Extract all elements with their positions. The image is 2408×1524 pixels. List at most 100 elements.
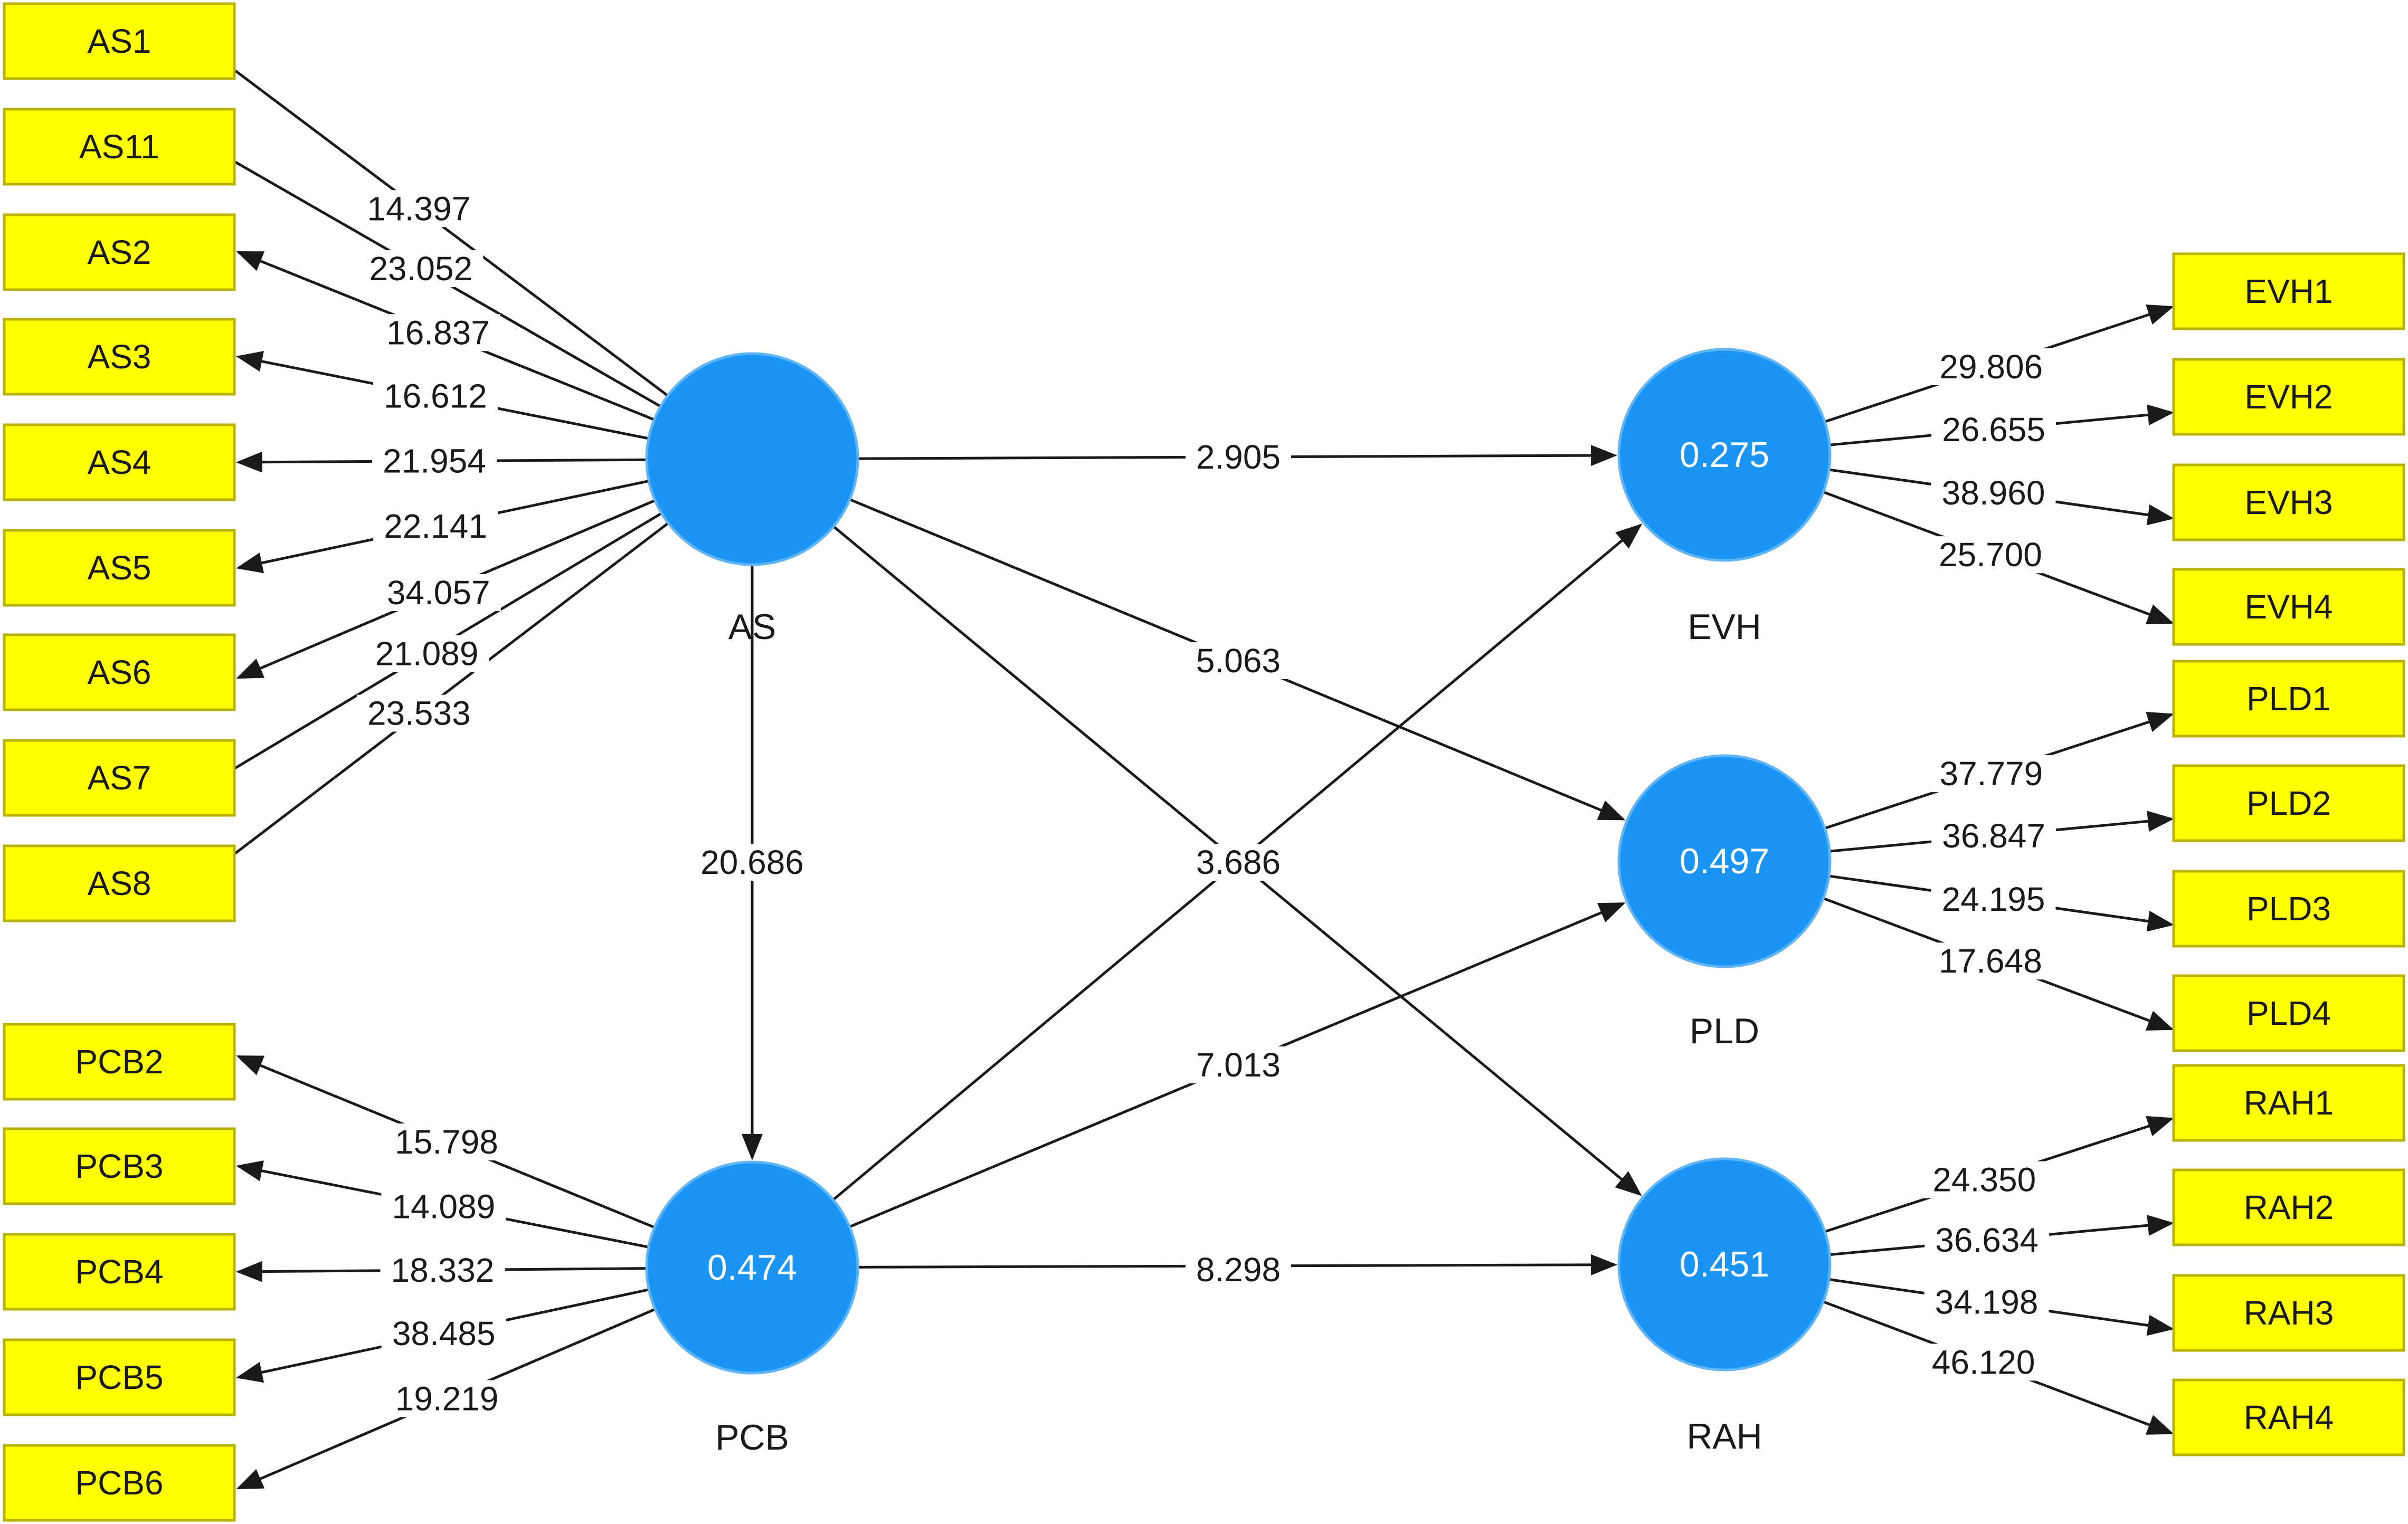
construct-label-pcb: PCB [715,1417,789,1458]
loading-value-pld1: 37.779 [1939,755,2043,793]
indicator-box-as4[interactable] [3,423,236,501]
indicator-box-evh2[interactable] [2172,358,2405,436]
loading-value-pcb3-background [381,1188,506,1225]
indicator-label-rah2: RAH2 [2244,1188,2334,1226]
indicators-layer: AS1AS11AS2AS3AS4AS5AS6AS7AS8PCB2PCB3PCB4… [3,2,2405,1522]
construct-circle-pld[interactable] [1617,754,1832,968]
loading-value-pcb4-background [380,1251,505,1289]
indicator-box-pld4[interactable] [2172,974,2405,1052]
loading-value-as6-background [376,574,501,611]
indicator-pld2[interactable]: PLD2 [2172,764,2405,842]
construct-r2-pcb: 0.474 [707,1247,797,1288]
indicator-pcb6[interactable]: PCB6 [3,1444,236,1522]
indicator-as8[interactable]: AS8 [3,844,236,922]
loading-value-rah3-group: 34.198 [1924,1283,2049,1321]
loading-value-pcb4-group: 18.332 [380,1251,505,1289]
indicator-pcb2[interactable]: PCB2 [3,1023,236,1101]
indicator-pld4[interactable]: PLD4 [2172,974,2405,1052]
indicator-box-rah3[interactable] [2172,1274,2405,1352]
loading-value-as3: 16.612 [384,377,487,415]
construct-circle-rah[interactable] [1617,1157,1832,1371]
indicator-box-pld1[interactable] [2172,660,2405,738]
indicator-box-as5[interactable] [3,529,236,607]
loading-value-pcb2-background [384,1123,509,1160]
construct-circle-evh[interactable] [1617,348,1832,562]
indicator-pcb5[interactable]: PCB5 [3,1338,236,1416]
loading-value-pld2-background [1931,817,2056,854]
indicator-pld3[interactable]: PLD3 [2172,870,2405,948]
loading-value-as4-group: 21.954 [372,442,497,480]
indicator-as4[interactable]: AS4 [3,423,236,501]
indicator-box-rah4[interactable] [2172,1378,2405,1456]
indicator-as3[interactable]: AS3 [3,318,236,396]
indicator-box-evh3[interactable] [2172,463,2405,541]
indicator-as1[interactable]: AS1 [3,2,236,80]
indicator-as6[interactable]: AS6 [3,633,236,711]
indicator-as7[interactable]: AS7 [3,739,236,817]
construct-circle-as[interactable] [645,352,859,566]
loading-value-rah2-group: 36.634 [1924,1221,2050,1259]
loading-value-as5-background [373,508,498,545]
indicator-box-rah2[interactable] [2172,1168,2405,1246]
indicator-box-pcb3[interactable] [3,1127,236,1205]
indicator-as11[interactable]: AS11 [3,108,236,186]
indicator-box-as8[interactable] [3,844,236,922]
loading-value-evh3: 38.960 [1942,474,2045,512]
indicator-box-pld2[interactable] [2172,764,2405,842]
indicator-as5[interactable]: AS5 [3,529,236,607]
indicator-pld1[interactable]: PLD1 [2172,660,2405,738]
loading-value-pld1-group: 37.779 [1929,755,2054,793]
loading-value-pld2-group: 36.847 [1931,817,2056,855]
indicator-evh1[interactable]: EVH1 [2172,252,2405,330]
indicator-rah3[interactable]: RAH3 [2172,1274,2405,1352]
construct-circle-pcb[interactable] [645,1160,859,1375]
indicator-box-pcb2[interactable] [3,1023,236,1101]
indicator-evh3[interactable]: EVH3 [2172,463,2405,541]
indicator-box-pcb5[interactable] [3,1338,236,1416]
loading-value-evh4: 25.700 [1939,536,2042,574]
construct-r2-pld: 0.497 [1680,841,1769,881]
indicator-box-as7[interactable] [3,739,236,817]
indicator-box-evh1[interactable] [2172,252,2405,330]
construct-r2-rah: 0.451 [1680,1244,1769,1284]
indicator-label-rah1: RAH1 [2244,1084,2334,1122]
loading-value-evh3-background [1931,474,2056,512]
construct-r2-evh: 0.275 [1680,435,1769,475]
indicator-box-pld3[interactable] [2172,870,2405,948]
indicator-box-pcb4[interactable] [3,1233,236,1311]
loading-value-evh3-group: 38.960 [1931,474,2056,512]
loading-value-pcb5-background [381,1315,506,1352]
path-value-as-pld: 5.063 [1196,642,1281,680]
path-value-pcb-rah: 8.298 [1196,1251,1281,1289]
path-value-as-pcb-background [690,844,814,881]
loading-value-as11-background [358,250,484,288]
indicator-pcb3[interactable]: PCB3 [3,1127,236,1205]
indicator-box-as6[interactable] [3,633,236,711]
path-value-as-pcb-group: 20.686 [690,843,814,881]
indicator-label-as7: AS7 [88,759,151,797]
indicator-rah4[interactable]: RAH4 [2172,1378,2405,1456]
indicator-evh2[interactable]: EVH2 [2172,358,2405,436]
indicator-pcb4[interactable]: PCB4 [3,1233,236,1311]
indicator-as2[interactable]: AS2 [3,213,236,291]
indicator-label-pld3: PLD3 [2246,890,2331,928]
indicator-box-as3[interactable] [3,318,236,396]
path-value-as-rah-group: 3.686 [1186,843,1291,881]
indicator-evh4[interactable]: EVH4 [2172,568,2405,646]
loading-value-pld3: 24.195 [1942,880,2045,918]
indicator-box-as1[interactable] [3,2,236,80]
indicator-rah1[interactable]: RAH1 [2172,1064,2405,1142]
indicator-box-pcb6[interactable] [3,1444,236,1522]
construct-as[interactable]: AS [645,352,859,647]
indicator-box-as11[interactable] [3,108,236,186]
indicator-box-as2[interactable] [3,213,236,291]
indicator-box-rah1[interactable] [2172,1064,2405,1142]
path-value-as-pld-background [1186,642,1291,679]
indicator-rah2[interactable]: RAH2 [2172,1168,2405,1246]
indicator-box-evh4[interactable] [2172,568,2405,646]
indicator-label-as1: AS1 [88,22,151,60]
